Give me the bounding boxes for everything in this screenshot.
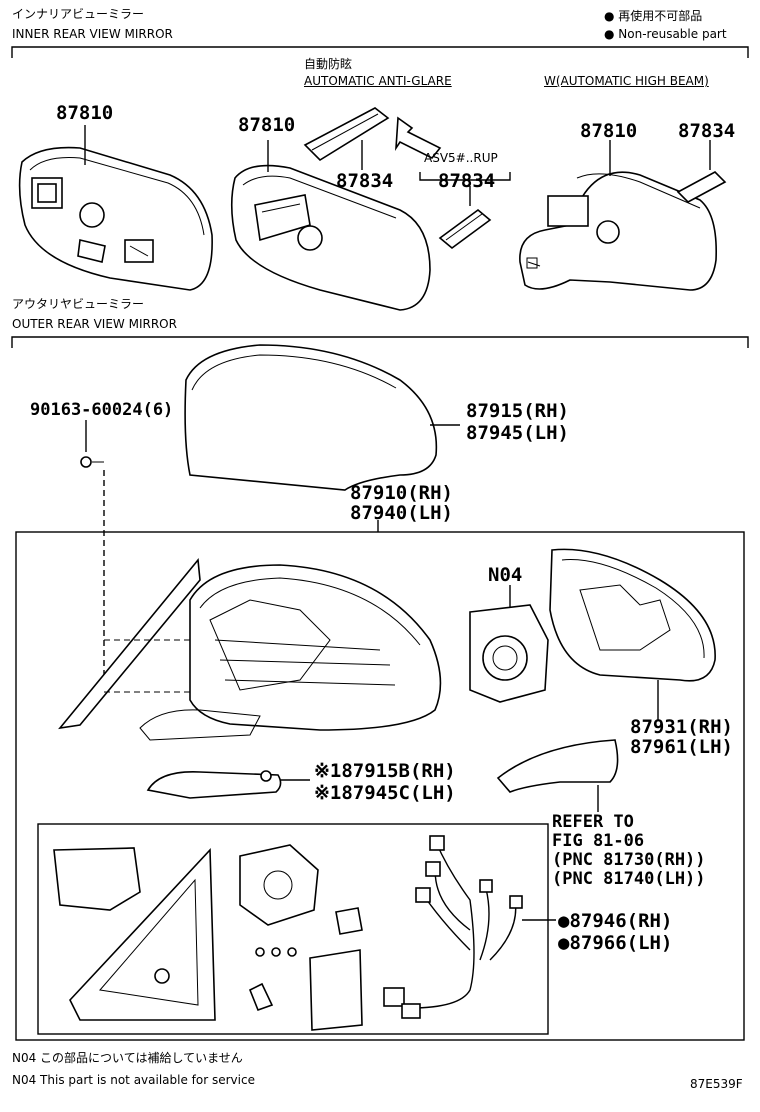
part-number-87834-b[interactable]: 87834 bbox=[438, 170, 496, 192]
part-number-screw[interactable]: 90163-60024(6) bbox=[30, 400, 174, 420]
lower-cover-drawing bbox=[146, 770, 310, 799]
turn-signal-lamp-drawing bbox=[496, 739, 619, 812]
part-number-mirror-lh[interactable]: 87940(LH) bbox=[350, 502, 453, 524]
part-number-87834-c[interactable]: 87834 bbox=[678, 120, 736, 142]
inner-mirror-basic-drawing bbox=[18, 125, 213, 291]
harness-kit-drawing bbox=[53, 835, 556, 1031]
refer-pnc-rh: (PNC 81730(RH)) bbox=[552, 850, 706, 870]
legend-non-reusable-en: ● Non-reusable part bbox=[604, 27, 727, 41]
part-number-lower-cover-lh[interactable]: ※187945C(LH) bbox=[314, 782, 456, 804]
part-number-glass-rh[interactable]: 87931(RH) bbox=[630, 716, 733, 738]
part-number-87810-a[interactable]: 87810 bbox=[56, 102, 114, 124]
mirror-base-drawing bbox=[58, 558, 201, 730]
inner-title-jp: インナリアビューミラー bbox=[12, 7, 145, 21]
inner-title-en: INNER REAR VIEW MIRROR bbox=[12, 27, 173, 41]
inner-mirror-high-beam-drawing bbox=[519, 140, 727, 291]
part-number-harness-rh[interactable]: ●87946(RH) bbox=[558, 910, 673, 932]
part-number-87834-a[interactable]: 87834 bbox=[336, 170, 394, 192]
part-number-cover-lh[interactable]: 87945(LH) bbox=[466, 422, 569, 444]
mirror-housing-drawing bbox=[139, 564, 442, 741]
part-number-87810-b[interactable]: 87810 bbox=[238, 114, 296, 136]
actuator-n04-drawing bbox=[469, 585, 549, 703]
part-number-harness-lh[interactable]: ●87966(LH) bbox=[558, 932, 673, 954]
part-number-lower-cover-rh[interactable]: ※187915B(RH) bbox=[314, 760, 456, 782]
inner-section-bracket bbox=[11, 46, 749, 58]
figure-code: 87E539F bbox=[690, 1077, 743, 1091]
outer-title-en: OUTER REAR VIEW MIRROR bbox=[12, 317, 177, 331]
inner-mirror-antiglare-drawing bbox=[230, 107, 442, 311]
refer-to-label: REFER TO bbox=[552, 812, 634, 832]
footer-note-jp: N04 この部品については補給していません bbox=[12, 1051, 243, 1065]
outer-title-jp: アウタリヤビューミラー bbox=[12, 297, 145, 311]
asv-bracket bbox=[419, 172, 511, 181]
clip-87834-asv-drawing bbox=[438, 208, 492, 250]
footer-note-en: N04 This part is not available for servi… bbox=[12, 1073, 255, 1087]
part-number-n04[interactable]: N04 bbox=[488, 564, 523, 586]
screw-drawing bbox=[80, 420, 105, 692]
auto-antiglare-en: AUTOMATIC ANTI-GLARE bbox=[304, 74, 452, 88]
part-number-cover-rh[interactable]: 87915(RH) bbox=[466, 400, 569, 422]
high-beam-label: W(AUTOMATIC HIGH BEAM) bbox=[544, 74, 709, 88]
auto-antiglare-jp: 自動防眩 bbox=[304, 57, 353, 71]
outer-section-bracket bbox=[11, 336, 749, 348]
assembly-frame bbox=[15, 531, 745, 1041]
refer-fig-link[interactable]: FIG 81-06 bbox=[552, 831, 645, 851]
refer-pnc-lh: (PNC 81740(LH)) bbox=[552, 869, 706, 889]
legend-non-reusable-jp: ● 再使用不可部品 bbox=[604, 9, 703, 23]
part-number-87810-c[interactable]: 87810 bbox=[580, 120, 638, 142]
asv-label: ASV5#..RUP bbox=[424, 151, 498, 165]
part-number-mirror-rh[interactable]: 87910(RH) bbox=[350, 482, 453, 504]
mirror-cover-drawing bbox=[184, 344, 460, 491]
part-number-glass-lh[interactable]: 87961(LH) bbox=[630, 736, 733, 758]
mirror-glass-drawing bbox=[549, 548, 716, 720]
harness-kit-frame bbox=[37, 823, 549, 1035]
